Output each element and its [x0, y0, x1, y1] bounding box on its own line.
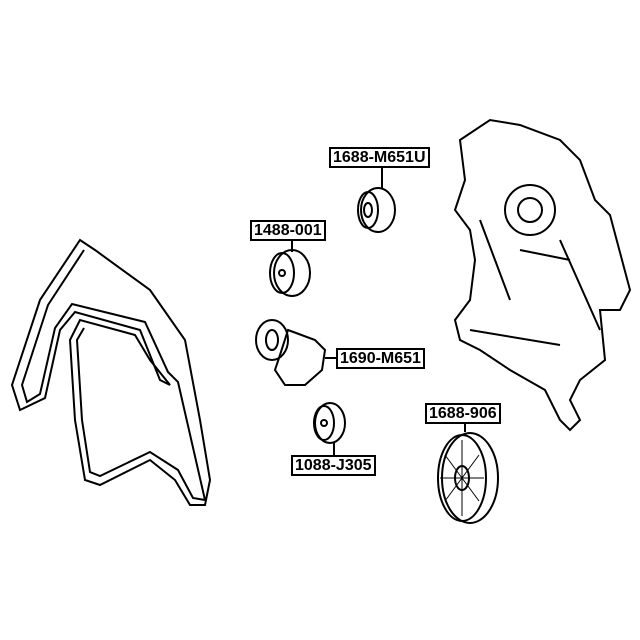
engine-timing-cover — [453, 118, 632, 432]
belt-tensioner-icon — [255, 319, 289, 361]
idler-pulley-top-icon — [360, 187, 396, 233]
idler-pulley-grooved-icon — [273, 249, 311, 297]
part-label-idler-pulley-top[interactable]: 1688-M651U — [329, 147, 430, 168]
part-label-idler-pulley-lower[interactable]: 1088-J305 — [291, 455, 376, 476]
serpentine-belt — [10, 238, 212, 506]
part-label-belt-tensioner[interactable]: 1690-M651 — [336, 348, 425, 369]
part-label-idler-pulley-grooved[interactable]: 1488-001 — [250, 220, 326, 241]
part-label-crankshaft-pulley[interactable]: 1688-906 — [425, 403, 501, 424]
